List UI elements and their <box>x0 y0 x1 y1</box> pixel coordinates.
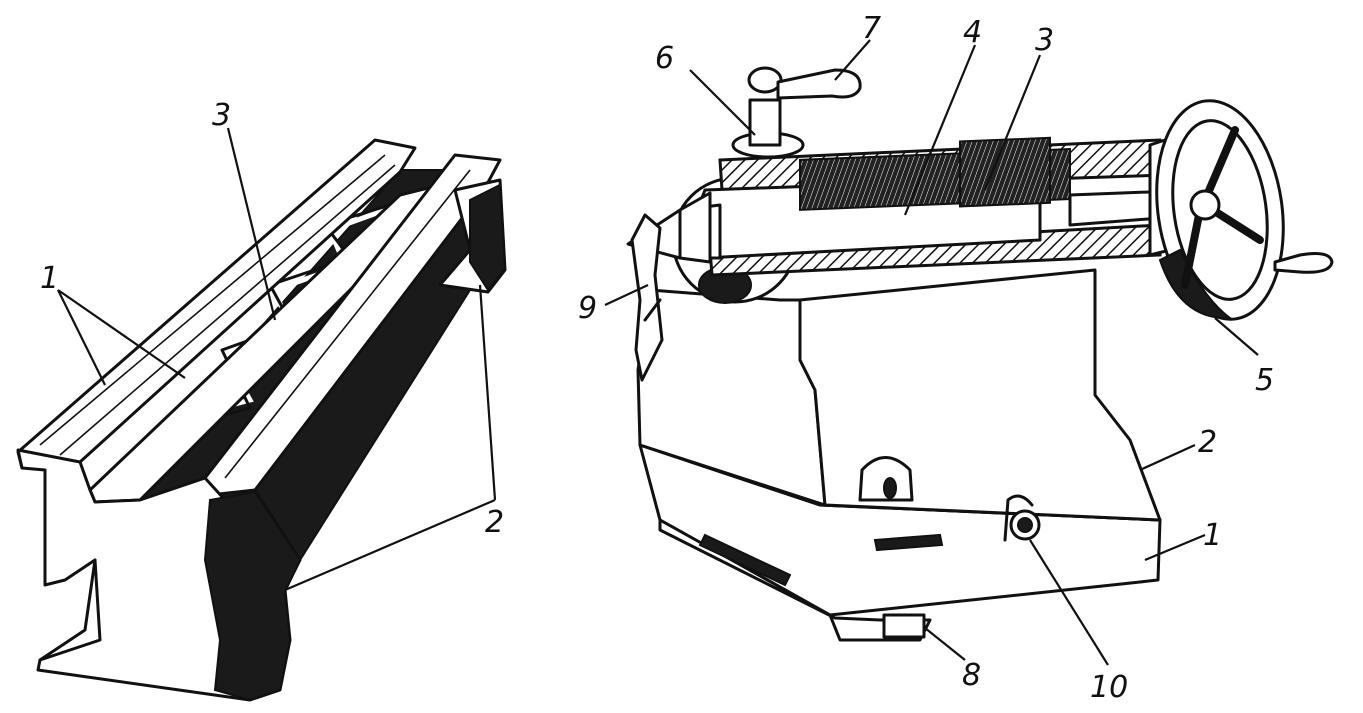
label-right-5: 5 <box>1255 363 1274 398</box>
bed-foot-line <box>38 558 97 662</box>
handwheel-spoke-3 <box>1181 206 1204 289</box>
lathe-bed-drawing <box>16 138 507 702</box>
label-left-1: 1 <box>40 261 59 296</box>
left-leaders <box>57 127 497 592</box>
label-left-2: 2 <box>485 505 504 540</box>
body-slot <box>873 533 944 552</box>
leader-right-8 <box>924 627 966 661</box>
quill-lock-lever <box>630 213 664 382</box>
right-leaders <box>604 39 1259 666</box>
bed-guideway-left-edge <box>39 154 386 446</box>
tailstock-drawing <box>626 66 1334 642</box>
label-right-3: 3 <box>1035 23 1054 58</box>
clamp-nut <box>882 613 926 639</box>
label-right-1: 1 <box>1203 518 1222 553</box>
tail-centre-taper <box>678 191 712 264</box>
leader-right-5 <box>1214 317 1259 356</box>
tailstock-body-side <box>798 268 1162 522</box>
bed-side-wall <box>203 490 302 702</box>
leader-right-6 <box>689 69 756 136</box>
label-right-6: 6 <box>655 41 674 76</box>
leader-right-7 <box>834 39 871 81</box>
lever-handle <box>643 298 662 322</box>
bed-guideway-right-edge <box>224 169 471 479</box>
leader-right-10 <box>1029 539 1109 666</box>
leader-right-2 <box>1139 443 1196 472</box>
leader-right-4 <box>903 44 977 216</box>
leader-left-1b <box>57 289 186 379</box>
leader-right-9 <box>604 284 649 306</box>
leader-left-1a <box>57 289 106 386</box>
callout-labels: 1 3 2 7 6 4 3 5 9 2 1 8 10 <box>40 11 1274 705</box>
clamp-stem <box>748 98 782 147</box>
leader-left-3 <box>226 127 277 321</box>
adjust-screw-head <box>1017 517 1033 533</box>
clamp-cap <box>747 66 783 94</box>
screw-nut <box>959 136 1051 208</box>
label-right-8: 8 <box>962 658 981 693</box>
lock-bolt-boss <box>858 456 914 502</box>
handwheel-grip <box>1273 252 1334 274</box>
leader-right-1 <box>1144 533 1206 562</box>
handwheel-hub <box>1189 189 1221 221</box>
bed-rear-leg-shade <box>469 183 507 292</box>
clamp-lever <box>776 68 862 100</box>
handwheel-spoke-1 <box>1201 126 1239 204</box>
label-right-4: 4 <box>963 15 982 50</box>
label-right-10: 10 <box>1090 670 1128 705</box>
bed-guideway-left-edge2 <box>59 164 396 456</box>
label-right-9: 9 <box>578 291 597 326</box>
label-left-3: 3 <box>212 98 231 133</box>
lock-bolt-hole <box>883 477 897 499</box>
leader-right-3 <box>983 54 1042 191</box>
base-slot <box>698 533 792 587</box>
adjust-screw-boss <box>1003 494 1034 542</box>
label-right-2: 2 <box>1198 425 1217 460</box>
leader-left-2a <box>478 284 497 501</box>
handwheel-inner-rim <box>1171 119 1269 301</box>
label-right-7: 7 <box>862 11 881 46</box>
leader-left-2b <box>284 498 496 592</box>
